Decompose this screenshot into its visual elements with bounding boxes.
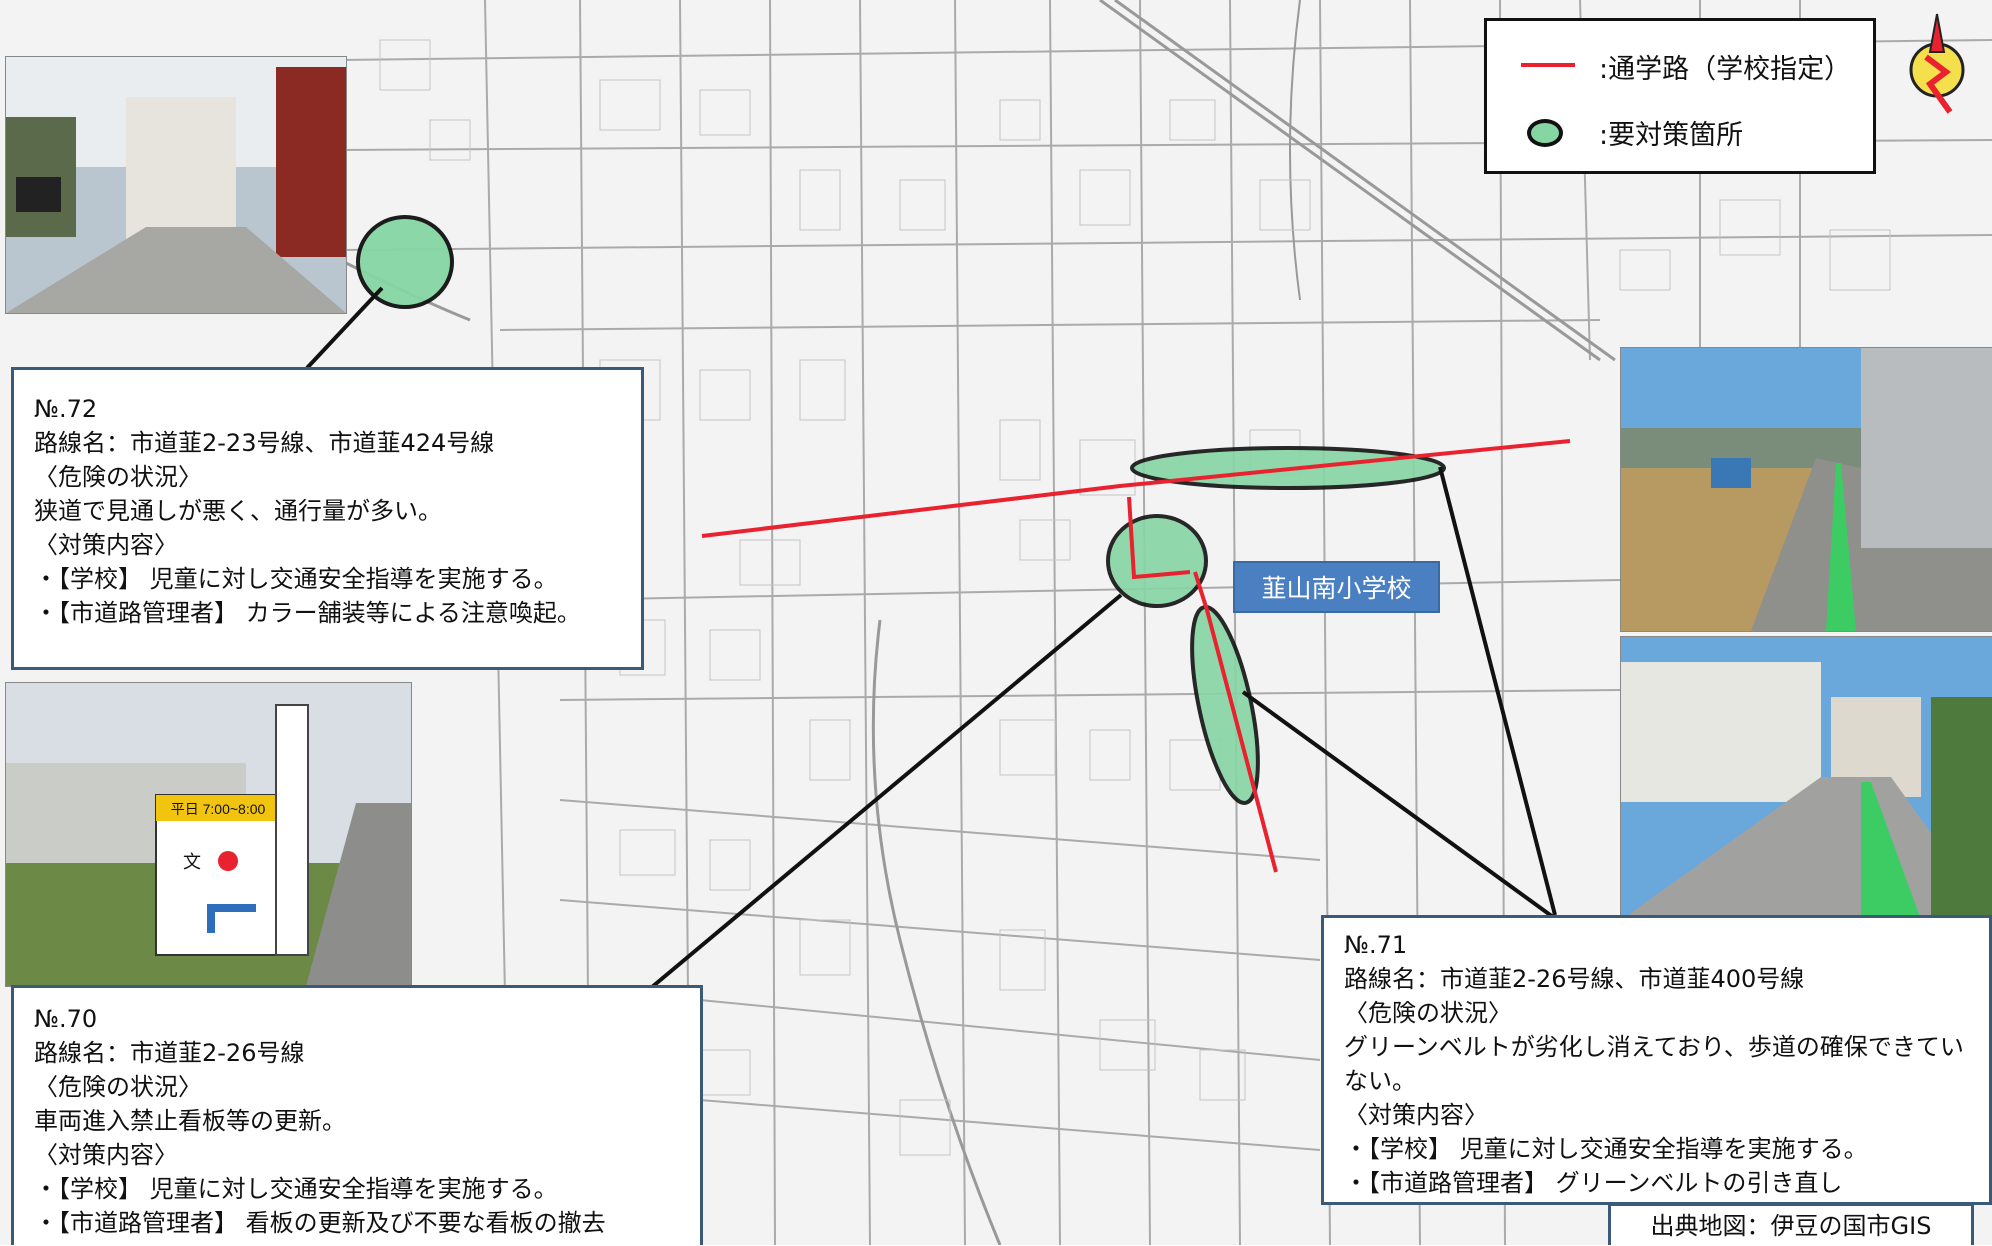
callout-no72-route: 路線名：市道韮2-23号線、市道韮424号線 [34, 429, 495, 457]
school-route-south [1193, 571, 1278, 873]
north-arrow-icon [1906, 12, 1968, 114]
hazard-zone-no72-map [356, 215, 454, 309]
hazard-legend-label: :要対策箇所 [1599, 120, 1744, 151]
route-legend-line [1521, 63, 1575, 67]
callout-no71-danger: グリーンベルトが劣化し消えており、歩道の確保できていない。 [1344, 1033, 1964, 1095]
callout-no72-measure-road: ・【市道路管理者】 カラー舗装等による注意喚起。 [34, 599, 581, 627]
route-legend-label: :通学路（学校指定） [1599, 54, 1852, 85]
callout-no71-measure-school: ・【学校】 児童に対し交通安全指導を実施する。 [1344, 1135, 1868, 1163]
callout-no70-measure-school: ・【学校】 児童に対し交通安全指導を実施する。 [34, 1175, 558, 1203]
callout-no71-measures-heading: 〈対策内容〉 [1344, 1101, 1488, 1129]
sign-school-mark: 文 [183, 852, 201, 872]
school-route-branch [1127, 496, 1191, 580]
photo-no72-street [5, 56, 347, 314]
callout-no71-danger-heading: 〈危険の状況〉 [1344, 999, 1512, 1027]
school-name-label: 韮山南小学校 [1233, 561, 1440, 613]
callout-no70: №.70 路線名：市道韮2-26号線 〈危険の状況〉 車両進入禁止看板等の更新。… [11, 985, 703, 1245]
callout-no70-measures-heading: 〈対策内容〉 [34, 1141, 178, 1169]
callout-no71: №.71 路線名：市道韮2-26号線、市道韮400号線 〈危険の状況〉 グリーン… [1321, 915, 1992, 1205]
school-route-main [701, 439, 1571, 538]
callout-no71-measure-road: ・【市道路管理者】 グリーンベルトの引き直し [1344, 1169, 1843, 1197]
photo-no71-greenbelt-2 [1620, 636, 1992, 921]
callout-no72-danger: 狭道で見通しが悪く、通行量が多い。 [34, 497, 442, 525]
callout-no70-route: 路線名：市道韮2-26号線 [34, 1039, 305, 1067]
callout-no72-danger-heading: 〈危険の状況〉 [34, 463, 202, 491]
hazard-zone-no70 [1106, 514, 1208, 608]
map-legend: :通学路（学校指定） :要対策箇所 [1484, 18, 1876, 174]
sign-time-text: 平日 7:00~8:00 [171, 801, 266, 817]
map-source-credit: 出典地図：伊豆の国市GIS [1608, 1203, 1974, 1245]
photo-no71-greenbelt-1 [1620, 347, 1992, 632]
callout-no72-measure-school: ・【学校】 児童に対し交通安全指導を実施する。 [34, 565, 558, 593]
photo-no70-sign: 平日 7:00~8:00 文 [5, 682, 412, 987]
callout-no71-route: 路線名：市道韮2-26号線、市道韮400号線 [1344, 965, 1805, 993]
callout-no71-number: №.71 [1344, 931, 1408, 959]
callout-no72-number: №.72 [34, 395, 98, 423]
callout-no70-measure-road: ・【市道路管理者】 看板の更新及び不要な看板の撤去 [34, 1209, 606, 1237]
callout-no70-danger-heading: 〈危険の状況〉 [34, 1073, 202, 1101]
callout-no72-measures-heading: 〈対策内容〉 [34, 531, 178, 559]
callout-no70-number: №.70 [34, 1005, 98, 1033]
callout-no72: №.72 路線名：市道韮2-23号線、市道韮424号線 〈危険の状況〉 狭道で見… [11, 367, 644, 670]
hazard-legend-swatch [1527, 119, 1563, 147]
callout-no70-danger: 車両進入禁止看板等の更新。 [34, 1107, 346, 1135]
